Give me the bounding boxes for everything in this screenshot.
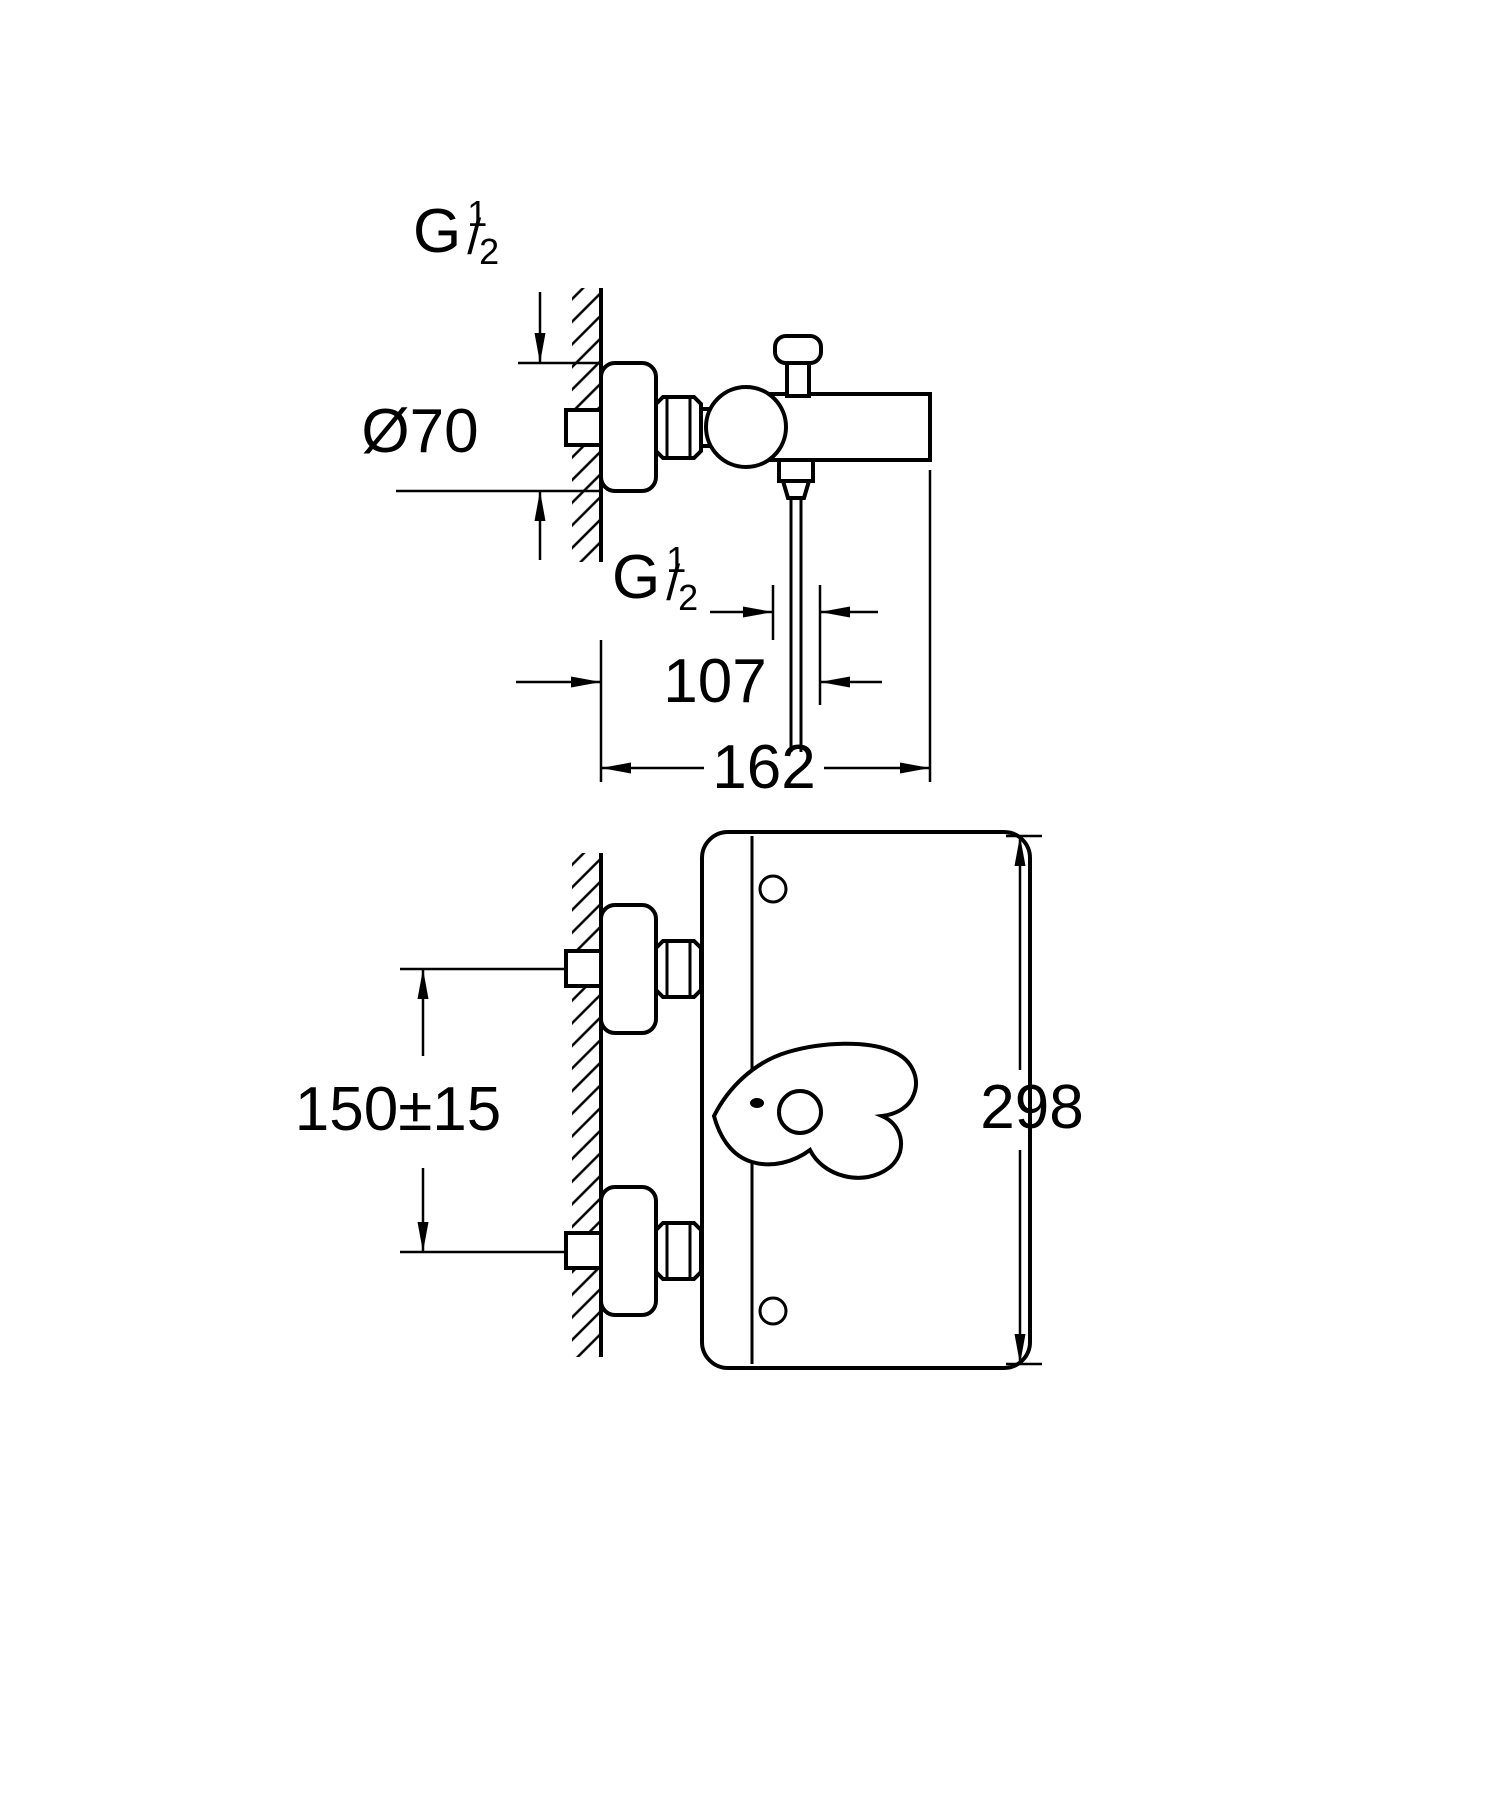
spout-hub bbox=[777, 1089, 823, 1135]
union-nut-top bbox=[654, 939, 703, 999]
spout-detail-dot bbox=[750, 1098, 764, 1108]
escutcheon bbox=[599, 361, 658, 493]
escutcheon-bottom bbox=[599, 1185, 658, 1317]
union-nut-bottom bbox=[654, 1221, 703, 1281]
escutcheon-top bbox=[599, 903, 658, 1035]
diverter-knob bbox=[773, 334, 823, 365]
hose-nut bbox=[780, 479, 812, 500]
inlet-fitting-bottom bbox=[564, 1231, 603, 1270]
dim-298: 298 bbox=[980, 1073, 1083, 1142]
dim-150: 150±15 bbox=[295, 1075, 501, 1144]
hose-outlet bbox=[777, 458, 815, 483]
diverter-stem bbox=[785, 358, 811, 398]
inlet-fitting bbox=[564, 408, 603, 447]
front-view: 150±15 298 bbox=[295, 830, 1084, 1370]
dim-162: 162 bbox=[712, 733, 815, 802]
inlet-fitting-top bbox=[564, 949, 603, 988]
wall-hatching bbox=[572, 853, 601, 1357]
valve-body bbox=[704, 385, 788, 469]
union-nut bbox=[654, 395, 703, 460]
screw-cap bbox=[758, 874, 788, 904]
label-escutcheon-diameter: Ø70 bbox=[361, 397, 478, 466]
dim-107: 107 bbox=[663, 647, 766, 716]
screw-cap bbox=[758, 1296, 788, 1326]
